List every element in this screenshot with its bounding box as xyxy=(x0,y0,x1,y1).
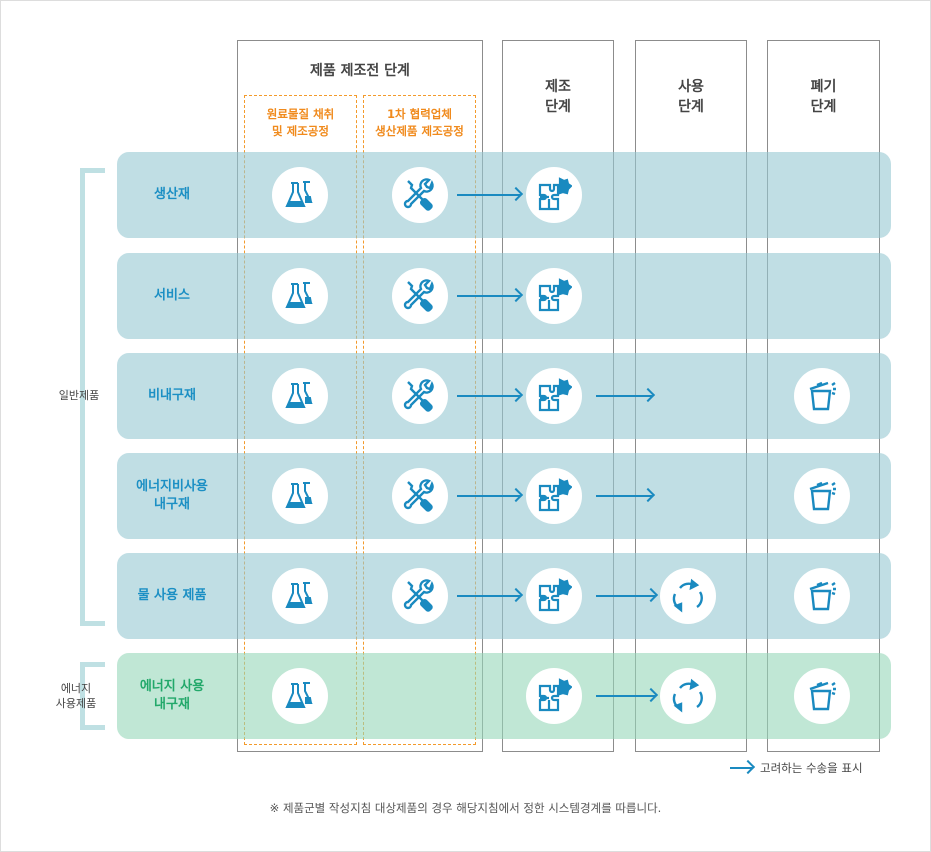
title-line: 및 제조공정 xyxy=(272,124,329,138)
row-1: 생산재 xyxy=(117,152,891,238)
column-title: 제품 제조전 단계 xyxy=(310,63,410,79)
tools-icon xyxy=(392,268,448,324)
legend-text: 고려하는 수송을 표시 xyxy=(760,761,863,775)
flask-icon xyxy=(272,668,328,724)
trash-icon xyxy=(794,468,850,524)
title-line: 단계 xyxy=(810,99,837,115)
puzzle-icon xyxy=(526,368,582,424)
label-line: 서비스 xyxy=(154,288,190,303)
transport-arrow xyxy=(596,595,655,597)
transport-arrow xyxy=(457,395,520,397)
row-label: 비내구재 xyxy=(117,353,227,439)
transport-arrow xyxy=(596,495,652,497)
recycle-icon xyxy=(660,668,716,724)
flask-icon xyxy=(272,468,328,524)
transport-arrow xyxy=(457,194,520,196)
group-general-label: 일반제품 xyxy=(58,389,100,402)
trash-icon xyxy=(794,668,850,724)
trash-icon xyxy=(794,568,850,624)
flask-icon xyxy=(272,368,328,424)
flask-icon xyxy=(272,268,328,324)
row-label: 서비스 xyxy=(117,253,227,339)
row-2: 서비스 xyxy=(117,253,891,339)
transport-arrow xyxy=(596,695,655,697)
puzzle-icon xyxy=(526,668,582,724)
label-line: 에너지 xyxy=(60,682,92,695)
label-line: 에너지 사용 xyxy=(139,679,205,694)
tools-icon xyxy=(392,568,448,624)
footnote: ※ 제품군별 작성지침 대상제품의 경우 해당지침에서 정한 시스템경계를 따릅… xyxy=(269,801,662,815)
energy-bracket xyxy=(80,662,105,730)
puzzle-icon xyxy=(526,167,582,223)
trash-icon xyxy=(794,368,850,424)
label-line: 생산재 xyxy=(154,187,190,202)
flask-icon xyxy=(272,167,328,223)
flask-icon xyxy=(272,568,328,624)
tools-icon xyxy=(392,468,448,524)
transport-arrow xyxy=(596,395,652,397)
tools-icon xyxy=(392,167,448,223)
title-line: 단계 xyxy=(545,99,571,115)
title-line: 단계 xyxy=(678,99,704,115)
title-line: 제조 xyxy=(545,79,571,95)
label-line: 사용제품 xyxy=(55,697,97,710)
label-line: 내구재 xyxy=(154,697,190,712)
transport-arrow xyxy=(457,295,520,297)
puzzle-icon xyxy=(526,468,582,524)
transport-arrow xyxy=(457,595,520,597)
row-3: 비내구재 xyxy=(117,353,891,439)
transport-arrow xyxy=(457,495,520,497)
title-line: 원료물질 채취 xyxy=(266,107,335,121)
row-label: 물 사용 제품 xyxy=(117,553,227,639)
label-line: 에너지비사용 xyxy=(136,479,208,494)
puzzle-icon xyxy=(526,268,582,324)
label-line: 물 사용 제품 xyxy=(137,588,207,603)
title-line: 사용 xyxy=(678,79,704,95)
tools-icon xyxy=(392,368,448,424)
label-line: 비내구재 xyxy=(148,388,196,403)
label-line: 내구재 xyxy=(154,497,190,512)
row-5: 물 사용 제품 xyxy=(117,553,891,639)
title-line: 1차 협력업체 xyxy=(387,107,452,121)
title-line: 생산제품 제조공정 xyxy=(375,124,464,138)
title-line: 폐기 xyxy=(810,79,837,95)
arrow-icon xyxy=(730,761,754,775)
puzzle-icon xyxy=(526,568,582,624)
row-label: 생산재 xyxy=(117,152,227,238)
recycle-icon xyxy=(660,568,716,624)
general-bracket xyxy=(80,168,105,626)
legend: 고려하는 수송을 표시 xyxy=(730,760,863,776)
